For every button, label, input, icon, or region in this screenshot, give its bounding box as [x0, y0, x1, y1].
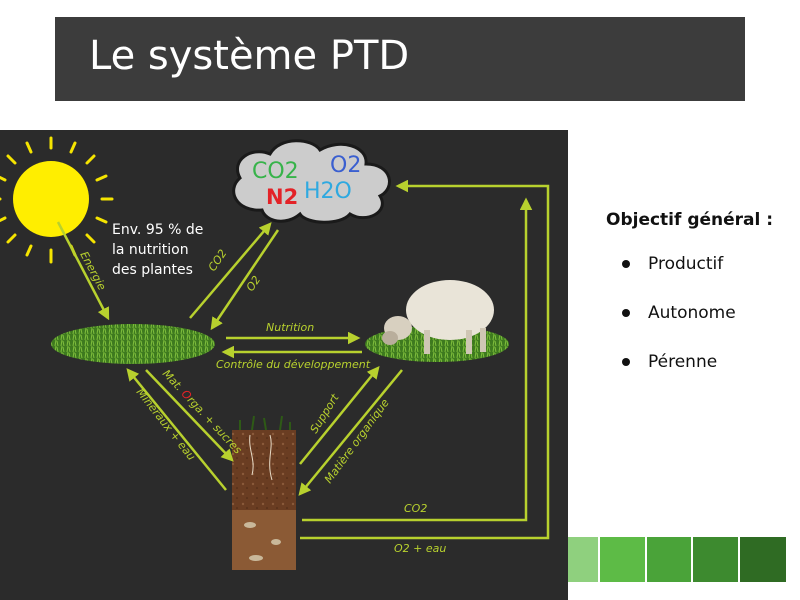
arrow-mineraux: [126, 368, 227, 491]
objective-item: Autonome: [606, 303, 796, 352]
arrow-loop-inner: [302, 197, 533, 522]
objectives-panel: Objectif général : Productif Autonome Pé…: [606, 210, 796, 401]
color-swatch-2: [600, 537, 645, 582]
arrow-support: [299, 366, 380, 465]
objectives-list: Productif Autonome Pérenne: [606, 254, 796, 401]
label-co2-bottom: CO2: [404, 502, 427, 515]
sheep-icon: [365, 280, 509, 362]
gas-h2o: H2O: [304, 179, 352, 204]
label-nutrition: Nutrition: [266, 321, 314, 334]
objective-item: Productif: [606, 254, 796, 303]
color-swatch-4: [693, 537, 738, 582]
slide-title: Le système PTD: [89, 33, 410, 79]
arrow-energy: [56, 221, 110, 321]
label-controle: Contrôle du développement: [216, 358, 371, 371]
gas-co2: CO2: [252, 159, 299, 184]
objective-label: Productif: [648, 254, 724, 274]
arrow-loop-outer: [300, 179, 550, 540]
bullet-icon: [622, 358, 630, 366]
objective-label: Autonome: [648, 303, 736, 323]
nutrition-note-line-2: la nutrition: [112, 242, 189, 258]
nutrition-note-line-1: Env. 95 % de: [112, 222, 203, 238]
color-swatch-5: [740, 537, 786, 582]
arrow-o2-down: [210, 229, 280, 331]
arrow-matiere-org: [298, 369, 403, 496]
gas-n2: N2: [266, 185, 298, 209]
gas-o2: O2: [330, 153, 361, 178]
grass-ellipse: [51, 324, 215, 364]
label-o2-eau: O2 + eau: [394, 542, 446, 555]
color-swatch-1: [568, 537, 598, 582]
bullet-icon: [622, 309, 630, 317]
objectives-title: Objectif général :: [606, 210, 774, 230]
cloud-icon: [232, 139, 391, 224]
title-bar: Le système PTD: [55, 17, 745, 101]
color-swatch-3: [647, 537, 691, 582]
ptd-diagram: CO2 O2 N2 H2O Env. 95 % de la nutrition …: [0, 130, 568, 600]
arrow-mat-orga: [145, 369, 234, 462]
objective-label: Pérenne: [648, 352, 718, 372]
bullet-icon: [622, 260, 630, 268]
arrow-co2-up: [189, 222, 272, 319]
soil-column-icon: [232, 415, 296, 570]
objective-item: Pérenne: [606, 352, 796, 401]
nutrition-note-line-3: des plantes: [112, 262, 193, 278]
